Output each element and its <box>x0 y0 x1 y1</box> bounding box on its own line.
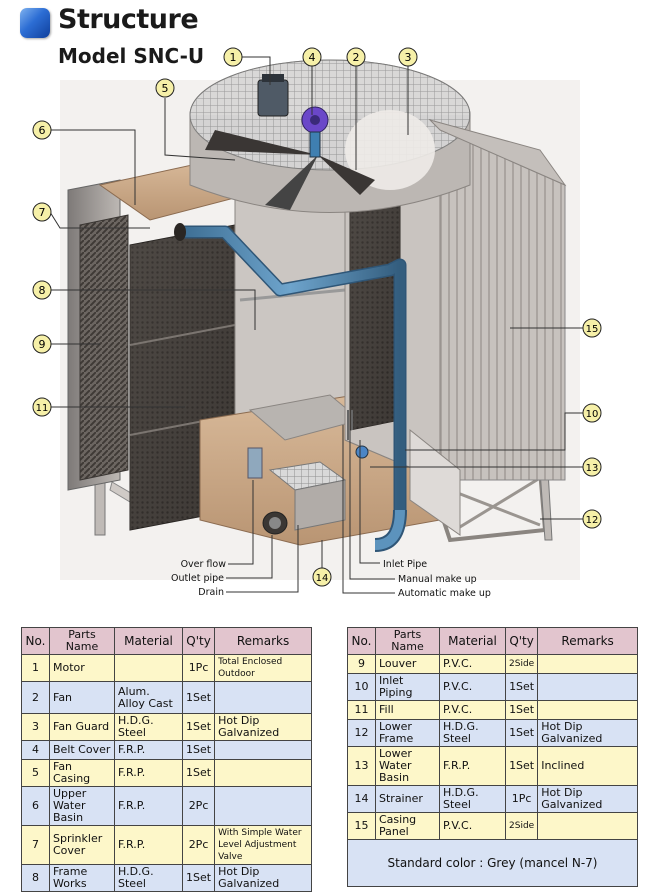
svg-text:5: 5 <box>162 82 169 95</box>
callout-1: 1 <box>223 47 243 67</box>
table-row: 3 Fan Guard H.D.G. Steel 1Set Hot Dip Ga… <box>21 713 312 741</box>
col-no: No. <box>21 627 50 655</box>
label-inlet-pipe: Inlet Pipe <box>383 559 427 570</box>
model-subtitle: Model SNC-U <box>58 44 205 68</box>
svg-text:1: 1 <box>230 51 237 64</box>
label-outlet-pipe: Outlet pipe <box>171 573 224 584</box>
callout-14: 14 <box>312 567 332 587</box>
callout-6: 6 <box>32 120 52 140</box>
callout-8: 8 <box>32 280 52 300</box>
parts-table-left: No. Parts Name Material Q'ty Remarks 1 M… <box>21 627 312 892</box>
section-icon <box>20 8 50 38</box>
callout-3: 3 <box>398 47 418 67</box>
callout-15: 15 <box>582 318 602 338</box>
table-row: 11 Fill P.V.C. 1Set <box>347 700 638 720</box>
table-row: 5 Fan Casing F.R.P. 1Set <box>21 759 312 787</box>
svg-text:7: 7 <box>39 206 46 219</box>
table-row: 14 Strainer H.D.G. Steel 1Pc Hot Dip Gal… <box>347 785 638 813</box>
callout-10: 10 <box>582 403 602 423</box>
svg-text:4: 4 <box>309 51 316 64</box>
svg-text:10: 10 <box>586 409 599 420</box>
standard-color-row: Standard color : Grey (mancel N-7) <box>347 839 638 887</box>
fan-blades <box>205 130 375 210</box>
table-row: 7 Sprinkler Cover F.R.P. 2Pc With Simple… <box>21 825 312 865</box>
svg-text:2: 2 <box>353 51 360 64</box>
callout-11: 11 <box>32 397 52 417</box>
table-row: 10 Inlet Piping P.V.C. 1Set <box>347 673 638 701</box>
parts-table-right: No. Parts Name Material Q'ty Remarks 9 L… <box>347 627 638 887</box>
col-qty: Q'ty <box>504 627 539 655</box>
cooling-tower-diagram: 1 4 2 3 5 6 7 8 9 11 15 10 13 12 14 Over… <box>32 47 602 599</box>
svg-text:9: 9 <box>39 338 46 351</box>
table-header-row: No. Parts Name Material Q'ty Remarks <box>347 627 638 655</box>
label-manual-make-up: Manual make up <box>398 574 477 585</box>
col-parts-name: Parts Name <box>375 627 440 655</box>
callout-2: 2 <box>346 47 366 67</box>
table-row: 13 Lower Water Basin F.R.P. 1Set Incline… <box>347 746 638 786</box>
col-remarks: Remarks <box>214 627 312 655</box>
callout-9: 9 <box>32 334 52 354</box>
callout-7: 7 <box>32 202 52 222</box>
svg-text:14: 14 <box>316 573 329 584</box>
callout-12: 12 <box>582 509 602 529</box>
table-row: 1 Motor 1Pc Total Enclosed Outdoor <box>21 654 312 682</box>
page-title: Structure <box>58 4 199 35</box>
svg-text:3: 3 <box>405 51 412 64</box>
svg-text:6: 6 <box>39 124 46 137</box>
table-header-row: No. Parts Name Material Q'ty Remarks <box>21 627 312 655</box>
callout-5: 5 <box>155 78 175 98</box>
col-qty: Q'ty <box>181 627 216 655</box>
col-material: Material <box>439 627 506 655</box>
svg-text:12: 12 <box>586 515 599 526</box>
table-row: 9 Louver P.V.C. 2Side <box>347 654 638 674</box>
callout-4: 4 <box>302 47 322 67</box>
col-no: No. <box>347 627 376 655</box>
label-automatic-make-up: Automatic make up <box>398 588 491 599</box>
label-over-flow: Over flow <box>181 559 227 570</box>
svg-text:15: 15 <box>586 324 599 335</box>
svg-text:13: 13 <box>586 463 599 474</box>
table-row: 8 Frame Works H.D.G. Steel 1Set Hot Dip … <box>21 864 312 892</box>
table-row: 4 Belt Cover F.R.P. 1Set <box>21 740 312 760</box>
svg-text:8: 8 <box>39 284 46 297</box>
svg-text:11: 11 <box>36 403 49 414</box>
table-row: 15 Casing Panel P.V.C. 2Side <box>347 812 638 840</box>
col-parts-name: Parts Name <box>49 627 115 655</box>
table-row: 6 Upper Water Basin F.R.P. 2Pc <box>21 786 312 826</box>
table-row: 2 Fan Alum. Alloy Cast 1Set <box>21 681 312 714</box>
standard-color-note: Standard color : Grey (mancel N-7) <box>347 839 638 887</box>
callout-13: 13 <box>582 457 602 477</box>
table-row: 12 Lower Frame H.D.G. Steel 1Set Hot Dip… <box>347 719 638 747</box>
label-drain: Drain <box>198 587 224 598</box>
col-material: Material <box>114 627 183 655</box>
col-remarks: Remarks <box>537 627 638 655</box>
